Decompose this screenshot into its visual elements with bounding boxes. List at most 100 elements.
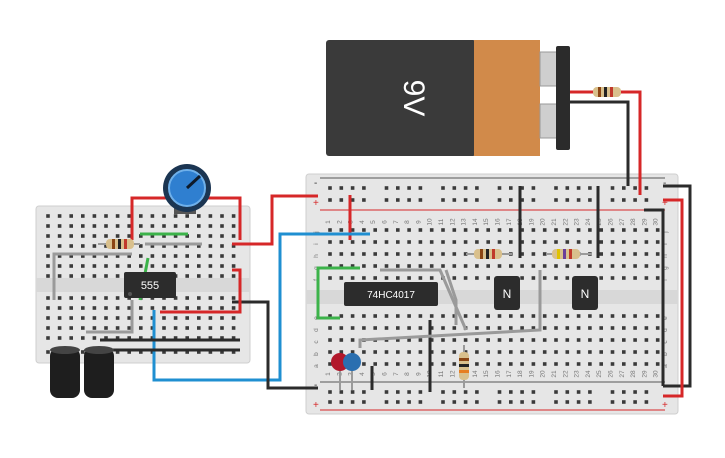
black-wire-ground-link[interactable] — [232, 300, 318, 390]
terminal-hole — [328, 240, 332, 244]
grey-wire-small-left[interactable] — [52, 252, 132, 300]
terminal-hole — [520, 276, 524, 280]
rail-hole — [554, 400, 558, 404]
terminal-hole — [373, 362, 377, 366]
capacitor-2[interactable] — [84, 346, 114, 398]
battery-black-lead[interactable] — [570, 100, 630, 186]
chip-555[interactable]: 555 — [124, 272, 176, 298]
terminal-hole — [407, 276, 411, 280]
small-rail-hole — [127, 350, 131, 354]
chip-74hc4017[interactable]: 74HC4017 — [344, 282, 438, 306]
battery-resistor[interactable] — [593, 87, 621, 97]
terminal-hole — [509, 264, 513, 268]
terminal-hole — [328, 264, 332, 268]
small-hole — [46, 274, 50, 278]
rail-hole — [384, 400, 389, 404]
resistor-large-2[interactable] — [546, 249, 592, 259]
terminal-hole — [644, 252, 649, 256]
terminal-hole — [339, 326, 344, 330]
small-hole — [197, 326, 201, 330]
terminal-hole — [429, 338, 434, 342]
grey-wire-3[interactable] — [358, 270, 542, 348]
small-hole — [127, 336, 131, 340]
terminal-hole — [362, 362, 366, 366]
rail-hole — [452, 198, 457, 202]
capacitor-1[interactable] — [50, 346, 80, 398]
green-jumper-counter[interactable] — [316, 266, 360, 320]
terminal-hole — [644, 338, 649, 342]
terminal-hole — [486, 276, 490, 280]
blue-wire-clock[interactable] — [152, 232, 370, 382]
grey-wire-small-bottom[interactable] — [86, 300, 134, 334]
terminal-hole — [350, 228, 355, 232]
small-hole — [92, 316, 97, 320]
column-label-top: 17 — [506, 218, 513, 226]
terminal-hole — [463, 350, 468, 354]
red-wire-555[interactable] — [160, 268, 242, 314]
rail-jumper-black-right[interactable] — [644, 208, 665, 386]
rail-hole — [531, 198, 536, 202]
terminal-hole — [633, 350, 637, 354]
terminal-hole — [486, 240, 490, 244]
transistor-1[interactable]: N — [494, 276, 520, 310]
terminal-hole — [429, 228, 434, 232]
right-red-loop[interactable] — [663, 198, 684, 398]
small-hole — [81, 244, 85, 248]
terminal-hole — [497, 314, 502, 318]
column-label-bottom: 18 — [517, 370, 524, 378]
terminal-hole — [610, 264, 615, 268]
terminal-hole — [475, 264, 479, 268]
small-hole — [104, 244, 108, 248]
terminal-hole — [396, 338, 400, 342]
column-label-bottom: 4 — [359, 372, 366, 376]
terminal-hole — [384, 240, 389, 244]
resistor-vertical[interactable] — [459, 345, 469, 388]
terminal-hole — [441, 228, 445, 232]
small-rail-hole — [173, 214, 178, 218]
terminal-hole — [644, 362, 649, 366]
small-hole — [220, 234, 224, 238]
small-rail-hole — [57, 214, 62, 218]
red-wire-board-link[interactable] — [232, 194, 318, 246]
small-hole — [139, 336, 143, 340]
small-hole — [197, 336, 201, 340]
small-hole — [185, 336, 189, 340]
terminal-hole — [531, 338, 536, 342]
column-label-top: 13 — [461, 218, 468, 226]
terminal-hole — [565, 350, 570, 354]
small-rail-hole — [46, 224, 50, 228]
led-blue[interactable] — [343, 353, 361, 390]
terminal-hole — [509, 228, 513, 232]
right-black-loop[interactable] — [663, 184, 692, 388]
chip-555-notch — [128, 292, 132, 296]
column-label-top: 21 — [551, 218, 558, 226]
small-rail-hole — [139, 214, 143, 218]
terminal-hole — [565, 338, 570, 342]
grey-wire-2[interactable] — [444, 269, 458, 325]
terminal-hole — [486, 326, 490, 330]
small-hole — [69, 264, 73, 268]
small-hole — [69, 306, 73, 310]
transistor-2[interactable]: N — [572, 276, 598, 310]
potentiometer[interactable] — [163, 164, 211, 214]
rail-hole — [396, 390, 400, 394]
terminal-hole — [441, 264, 445, 268]
battery-9v[interactable]: 9V — [326, 40, 570, 156]
resistor-small[interactable] — [98, 239, 140, 249]
battery-terminal-bottom — [539, 103, 559, 139]
terminal-hole — [509, 350, 513, 354]
small-hole — [81, 296, 85, 300]
terminal-hole — [576, 264, 581, 268]
rail-hole — [463, 390, 468, 394]
small-hole — [208, 274, 213, 278]
rail-hole — [339, 186, 344, 190]
rail-hole — [576, 400, 581, 404]
column-label-bottom: 17 — [506, 370, 513, 378]
terminal-hole — [633, 240, 637, 244]
small-hole — [220, 264, 224, 268]
small-hole — [173, 254, 178, 258]
resistor-large-1[interactable] — [466, 249, 512, 259]
terminal-hole — [452, 314, 457, 318]
small-rail-hole — [139, 224, 143, 228]
small-hole — [81, 234, 85, 238]
